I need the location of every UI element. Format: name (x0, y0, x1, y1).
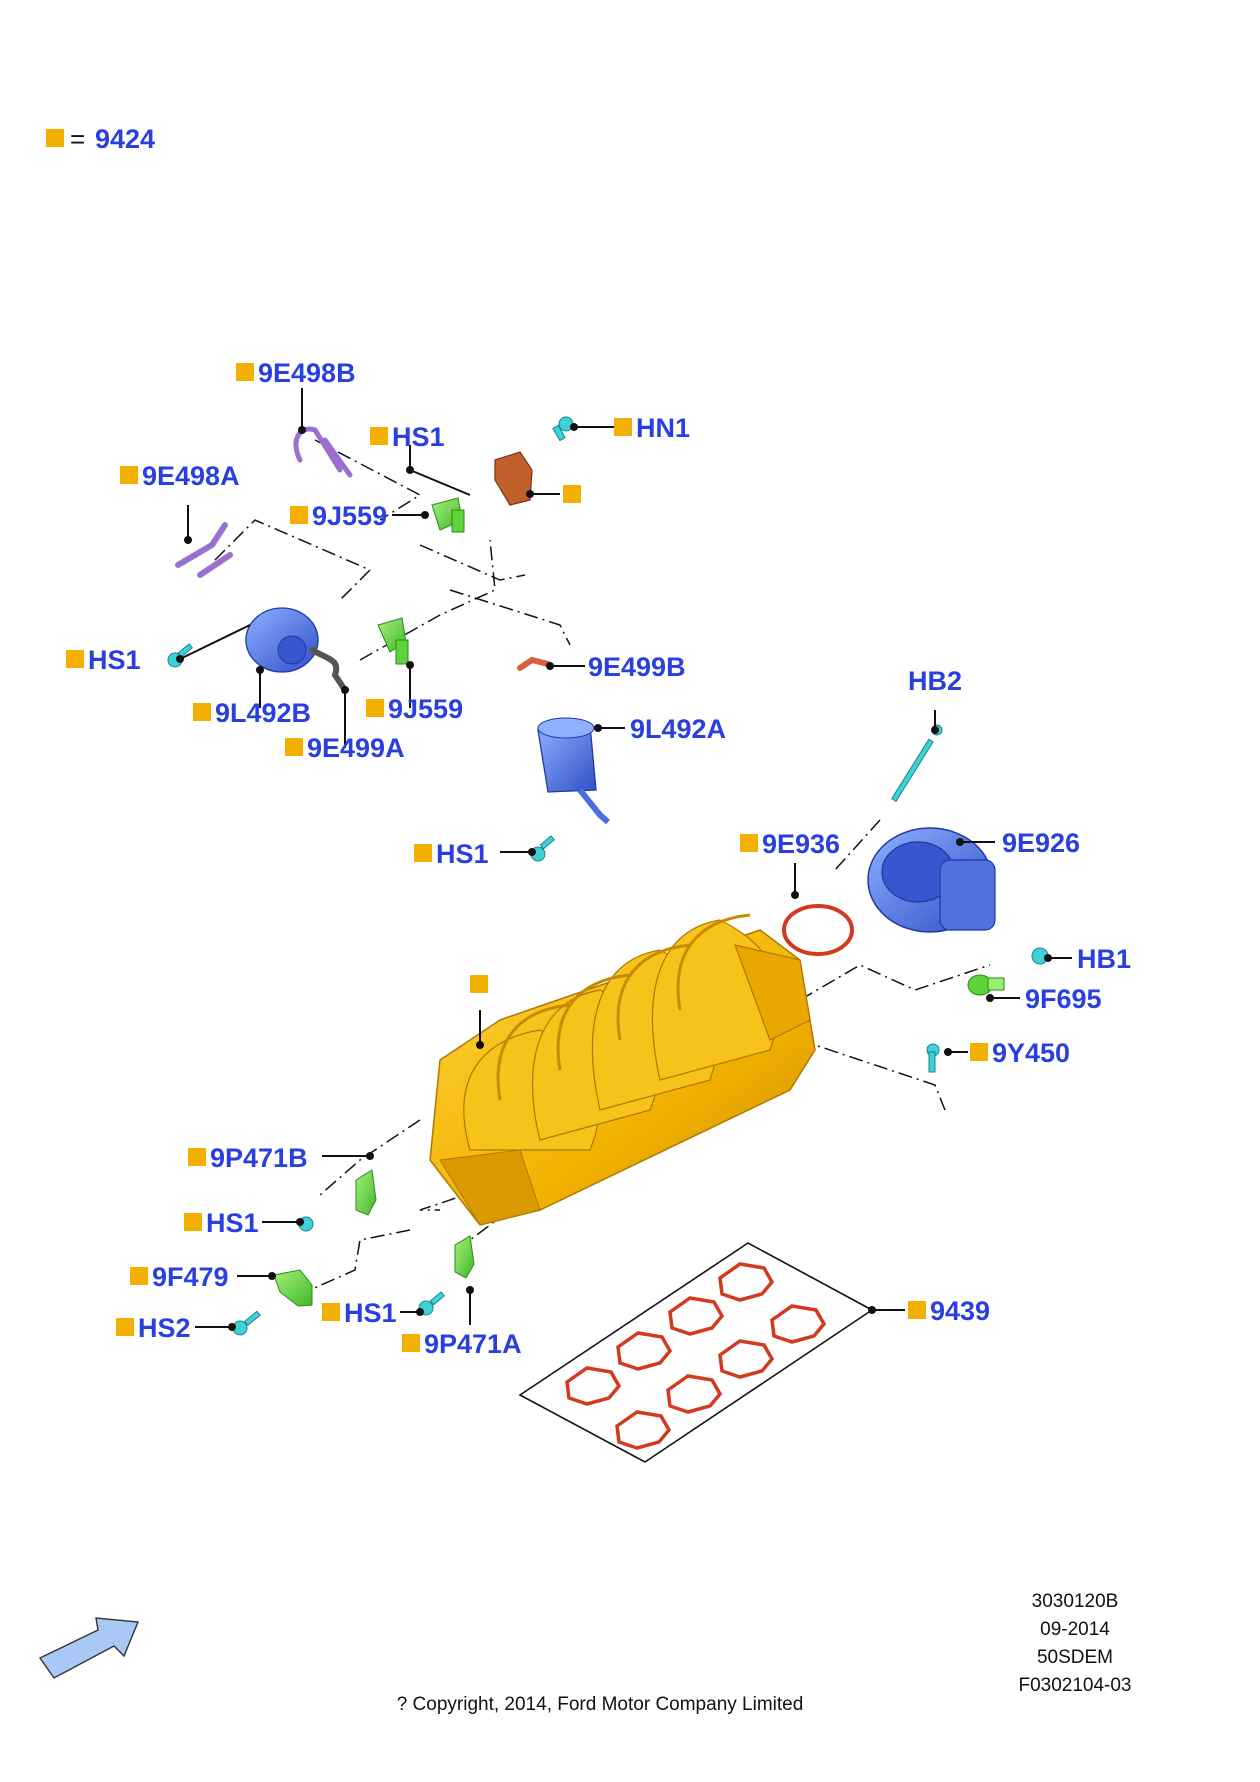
hose-9E498A (175, 522, 233, 578)
label-markers (66, 363, 988, 1352)
bolt-HN1 (552, 416, 574, 442)
leader-dots (176, 423, 1052, 1331)
bolt-HS1-9L492A (530, 835, 555, 862)
valve-9P471A (454, 1235, 475, 1279)
sensor-9F479 (273, 1269, 313, 1307)
legend-marker (46, 129, 64, 147)
solenoid-9L492B (245, 607, 319, 673)
label-HN1: HN1 (636, 413, 690, 443)
sensor-9F695 (967, 974, 1005, 996)
gasket-set-9439 (518, 1242, 874, 1463)
direction-arrow-icon (38, 1617, 140, 1679)
label-HS2: HS2 (138, 1313, 191, 1343)
figure-code: 3030120B (1031, 1591, 1119, 1612)
legend-part: 9424 (95, 124, 155, 154)
bolt-HS2 (232, 1310, 261, 1336)
label-HS1-d: HS1 (206, 1208, 259, 1238)
label-9J559-b: 9J559 (388, 694, 463, 724)
legend: = 9424 (46, 124, 155, 154)
valve-9J559-lower (377, 617, 409, 665)
copyright-notice: ? Copyright, 2014, Ford Motor Company Li… (396, 1694, 804, 1715)
part-labels: 9E498B HS1 HN1 9E498A 9J559 HS1 9E499B 9… (88, 358, 1131, 1359)
label-9J559-a: 9J559 (312, 501, 387, 531)
figure-metadata: 3030120B 09-2014 50SDEM F0302104-03 (990, 1588, 1160, 1700)
label-9E498B: 9E498B (258, 358, 356, 388)
label-HS1-e: HS1 (344, 1298, 397, 1328)
bracket-HN1 (494, 451, 533, 506)
label-9E926: 9E926 (1002, 828, 1080, 858)
label-9L492A: 9L492A (630, 714, 726, 744)
label-HS1-c: HS1 (436, 839, 489, 869)
label-9Y450: 9Y450 (992, 1038, 1070, 1068)
bolt-HB2 (891, 724, 943, 802)
label-9E499B: 9E499B (588, 652, 686, 682)
valve-9J559-upper (431, 497, 465, 533)
intake-manifold (429, 913, 816, 1226)
label-9L492B: 9L492B (215, 698, 311, 728)
valve-9P471B (355, 1169, 377, 1216)
label-9E936: 9E936 (762, 829, 840, 859)
label-HS1-a: HS1 (392, 422, 445, 452)
bolt-9Y450 (926, 1043, 940, 1073)
label-9E499A: 9E499A (307, 733, 405, 763)
label-HB1: HB1 (1077, 944, 1131, 974)
label-9439: 9439 (930, 1296, 990, 1326)
label-HS1-b: HS1 (88, 645, 141, 675)
hose-9E499B (517, 656, 551, 671)
label-9F695: 9F695 (1025, 984, 1102, 1014)
label-9F479: 9F479 (152, 1262, 229, 1292)
label-9E498A: 9E498A (142, 461, 240, 491)
label-HB2: HB2 (908, 666, 962, 696)
label-9P471A: 9P471A (424, 1329, 522, 1359)
figure-model: 50SDEM (1036, 1647, 1114, 1668)
throttle-body-9E926 (867, 827, 996, 933)
figure-date: 09-2014 (1040, 1619, 1110, 1640)
solenoid-9L492A (537, 717, 610, 825)
label-9P471B: 9P471B (210, 1143, 308, 1173)
hose-9E498B (293, 426, 353, 478)
hose-9E499A (309, 647, 348, 693)
legend-equals: = (70, 124, 85, 154)
figure-number: F0302104-03 (1018, 1675, 1132, 1696)
o-ring-9E936 (782, 904, 854, 956)
